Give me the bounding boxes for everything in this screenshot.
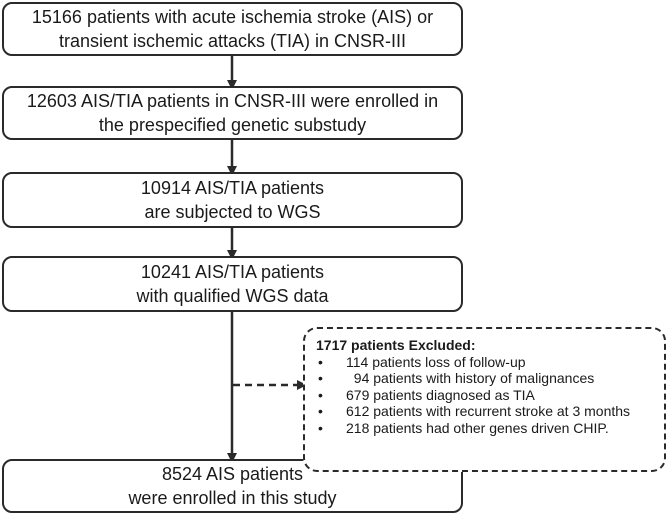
exclusion-item-text: 94 patients with history of malignances [346,370,595,386]
exclusion-title: 1717 patients Excluded: [316,337,476,353]
exclusion-item: • 218 patients had other genes driven CHI… [316,420,654,437]
flow-step-screened: 15166 patients with acute ischemia strok… [2,2,463,56]
bullet-icon: • [318,403,323,419]
bullet-icon: • [318,386,323,403]
exclusion-list: • 114 patients loss of follow-up • 94 pat… [316,354,654,437]
exclusion-item-text: 679 patients diagnosed as TIA [346,386,535,403]
step-text-line: transient ischemic attacks (TIA) in CNSR… [58,31,407,51]
step-text-line: are subjected to WGS [144,202,321,222]
flow-step-genetic-substudy: 12603 AIS/TIA patients in CNSR-III were … [2,86,463,140]
step-text-line: were enrolled in this study [128,488,337,508]
step-text-line: 10914 AIS/TIA patients [140,178,325,198]
step-text-line: 10241 AIS/TIA patients [140,262,325,282]
step-text-line: the prespecified genetic substudy [98,115,367,135]
exclusion-item-text: 218 patients had other genes driven CHIP… [346,419,609,436]
bullet-icon: • [318,419,323,436]
bullet-icon: • [318,353,323,370]
exclusion-item: • 114 patients loss of follow-up [316,354,654,371]
step-text-line: 15166 patients with acute ischemia strok… [31,7,434,27]
step-text-line: 12603 AIS/TIA patients in CNSR-III were … [26,91,439,111]
flow-step-qualified-wgs: 10241 AIS/TIA patients with qualified WG… [2,256,463,312]
flow-step-wgs: 10914 AIS/TIA patients are subjected to … [2,172,463,228]
exclusion-item-text: 612 patients with recurrent stroke at 3 … [346,403,631,419]
exclusion-item: • 612 patients with recurrent stroke at 3… [316,403,654,420]
step-text-line: with qualified WGS data [136,286,329,306]
bullet-icon: • [318,370,323,386]
exclusion-item: • 94 patients with history of malignance… [316,370,654,387]
exclusion-box: 1717 patients Excluded: • 114 patients lo… [303,327,666,472]
exclusion-item: • 679 patients diagnosed as TIA [316,387,654,404]
exclusion-item-text: 114 patients loss of follow-up [346,353,526,370]
step-text-line: 8524 AIS patients [161,464,304,484]
